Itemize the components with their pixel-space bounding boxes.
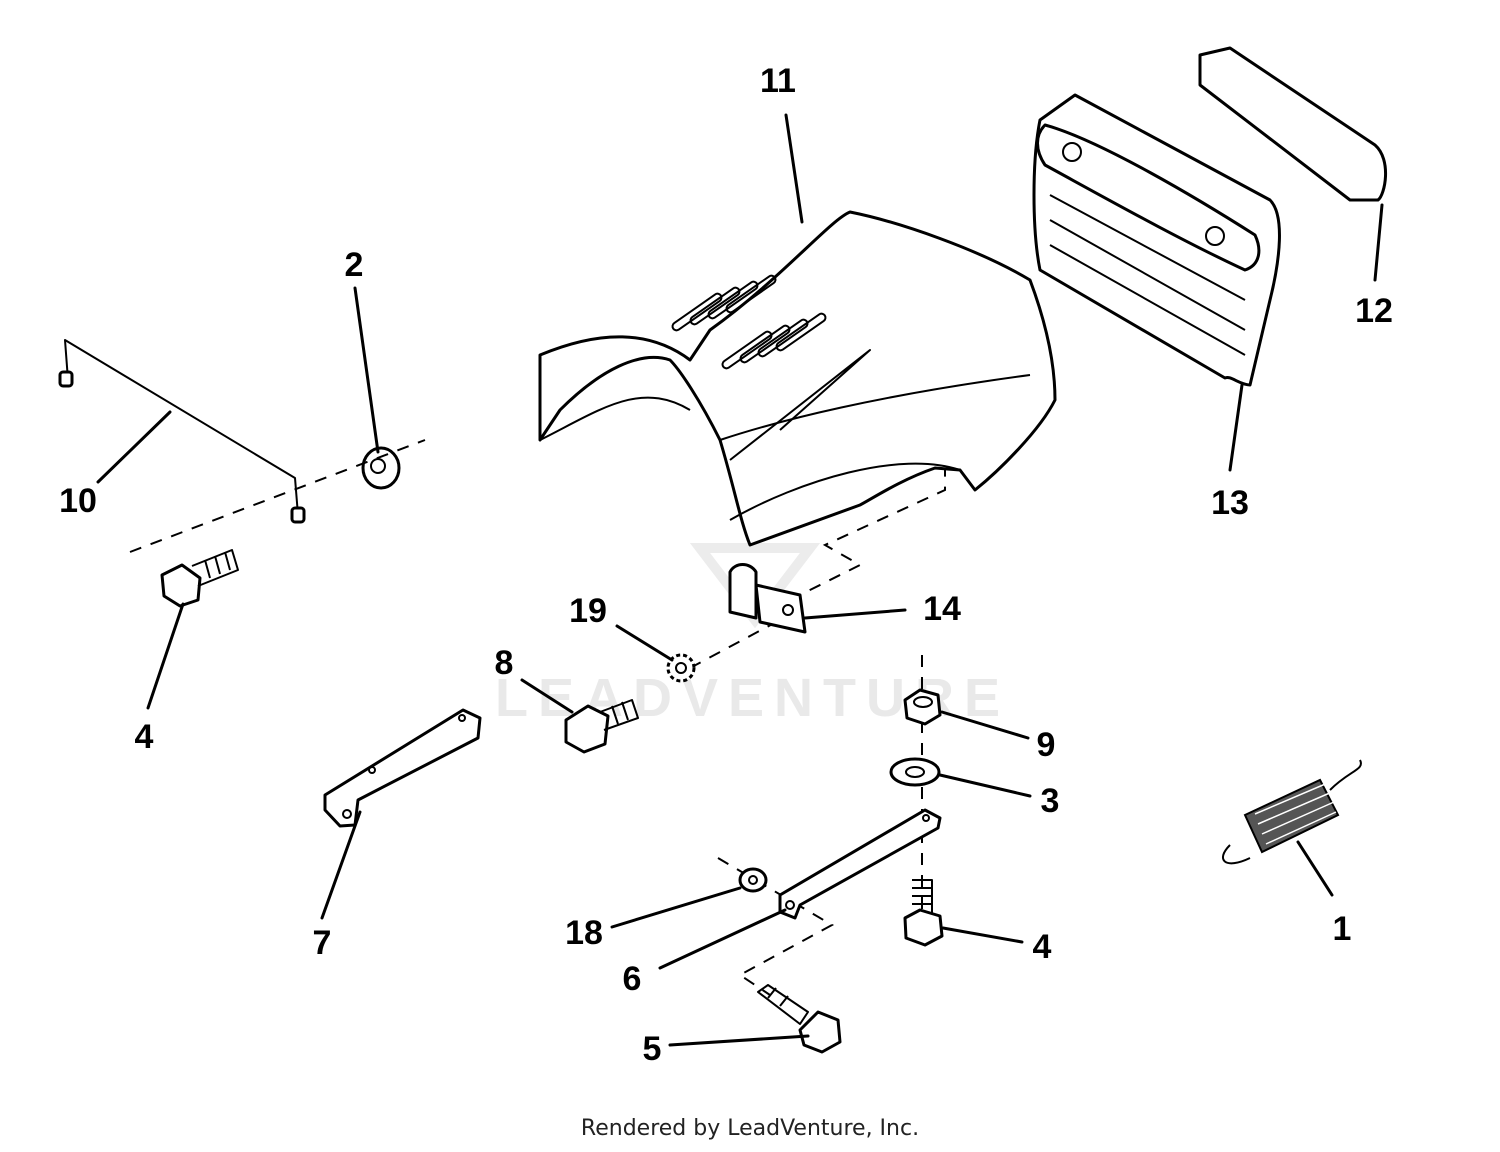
flange-bolt-part [564,699,639,754]
leader-10 [96,410,172,484]
leader-7 [320,810,362,920]
shoulder-bolt-part [757,984,842,1054]
emblem-part [1198,46,1388,202]
spring-part [1222,759,1362,865]
leader-4b [941,926,1024,944]
callout-7: 7 [313,924,332,962]
grille-part [1032,93,1281,387]
leader-2 [353,286,380,454]
leader-4a [146,602,185,710]
callout-13: 13 [1211,484,1249,522]
leader-6 [658,908,787,970]
bolt-upper-part [160,549,239,608]
lower-nut-part [903,688,942,726]
leader-9 [940,710,1030,740]
callout-1: 1 [1333,910,1352,948]
callout-6: 6 [623,960,642,998]
callout-5: 5 [643,1030,662,1068]
axis-line-hood-hinge [789,470,946,601]
axis-line-lower [717,857,835,996]
leader-11 [784,113,804,224]
callout-11: 11 [760,62,796,100]
nut-part [361,446,401,490]
leader-lines [96,113,1384,1047]
callout-10: 10 [59,482,97,520]
bracket-left-part [323,708,482,828]
leader-14 [803,608,907,620]
callout-14: 14 [923,590,961,628]
flat-washer-part [889,757,941,787]
leader-5 [668,1034,810,1047]
callout-9: 9 [1037,726,1056,764]
leader-12 [1373,203,1384,282]
callout-4-upper: 4 [135,718,154,756]
star-washer-part [666,653,696,683]
hinge-part [728,563,807,634]
leader-8 [520,678,574,714]
leader-18 [610,886,742,929]
callout-19: 19 [569,592,607,630]
rod-part [58,339,306,524]
bolt-lower-part [903,879,944,947]
callout-8: 8 [495,644,514,682]
callout-3: 3 [1041,782,1060,820]
washer-small-part [738,867,768,893]
axis-line-rod [129,439,426,553]
footer-credit: Rendered by LeadVenture, Inc. [580,1116,920,1141]
hood-part [538,210,1057,547]
leader-1 [1296,840,1334,897]
callout-labels: 11 2 10 4 12 13 14 19 8 9 3 7 1 18 6 4 5 [59,62,1393,1068]
leader-3 [938,773,1032,798]
leader-13 [1228,383,1244,472]
callout-4-lower: 4 [1033,928,1052,966]
callout-12: 12 [1355,292,1393,330]
leader-19 [615,624,674,662]
callout-2: 2 [345,246,364,284]
link-bracket-part [778,808,942,920]
axis-line-hinge [689,619,781,669]
callout-18: 18 [565,914,603,952]
